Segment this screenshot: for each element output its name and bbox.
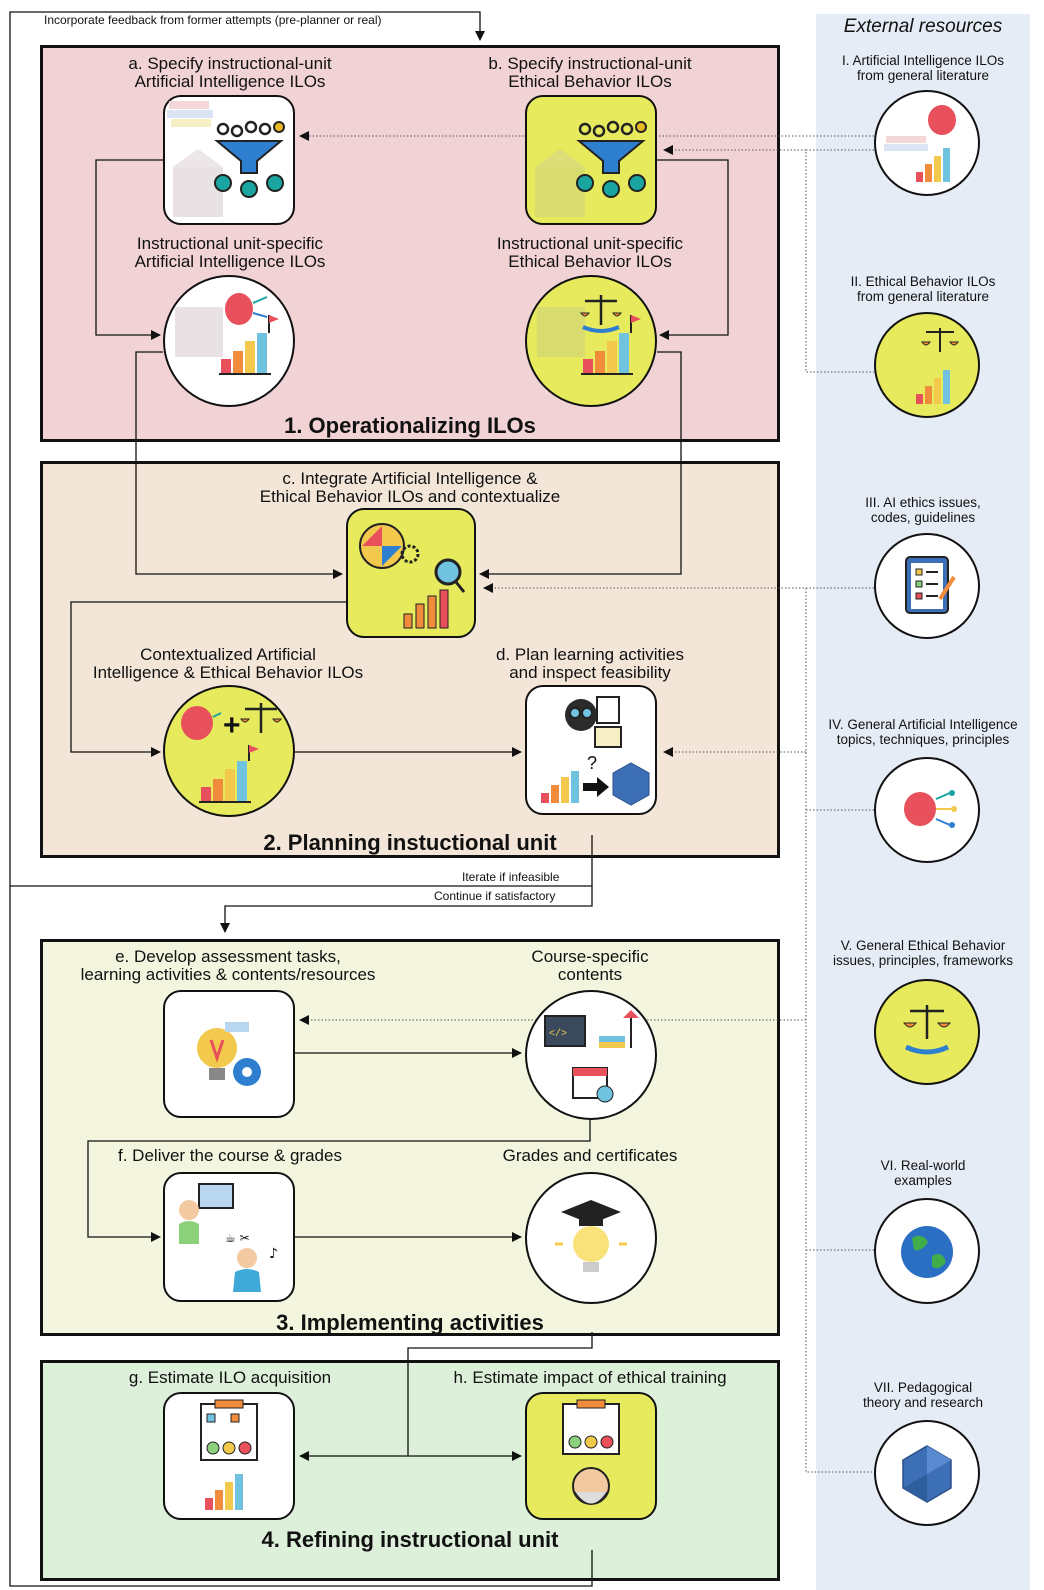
resource-3-node bbox=[874, 533, 980, 639]
eb-ilos-output-node bbox=[525, 275, 657, 407]
teacher-student-icon: ☕ ✂ ♪ bbox=[179, 1183, 278, 1292]
code-books-calendar-icon: </> bbox=[544, 1010, 639, 1103]
graduation-bulb-icon bbox=[555, 1200, 627, 1272]
step-h-label: h. Estimate impact of ethical training bbox=[453, 1368, 727, 1387]
globe-icon bbox=[901, 1226, 953, 1278]
resource-5-node bbox=[874, 979, 980, 1085]
brain-network-icon bbox=[904, 790, 957, 828]
step-g-label: g. Estimate ILO acquisition bbox=[128, 1368, 332, 1387]
hexagon-pedagogy-icon bbox=[902, 1445, 952, 1503]
resource-4-node bbox=[874, 757, 980, 863]
step-f-node: ☕ ✂ ♪ bbox=[163, 1172, 295, 1302]
feedback-note: Incorporate feedback from former attempt… bbox=[44, 13, 382, 27]
survey-checklist-icon bbox=[200, 1399, 258, 1510]
funnel-filter-icon bbox=[535, 120, 647, 217]
puzzle-idea-growth-icon bbox=[359, 523, 466, 629]
brain-plus-scales-icon: + bbox=[181, 703, 282, 803]
continue-label: Continue if satisfactory bbox=[434, 889, 556, 903]
funnel-filter-icon bbox=[167, 101, 285, 217]
step-c-label: c. Integrate Artificial Intelligence &Et… bbox=[259, 469, 561, 506]
svg-text:♪: ♪ bbox=[269, 1246, 278, 1262]
survey-thinker-icon bbox=[562, 1399, 620, 1505]
step-a-node bbox=[163, 95, 295, 225]
phase-4-title: 4. Refining instructional unit bbox=[261, 1527, 559, 1552]
scales-books-chart-icon bbox=[916, 328, 959, 404]
step-b-node bbox=[525, 95, 657, 225]
scales-growth-chart-icon bbox=[537, 295, 641, 375]
step-g-node bbox=[163, 1392, 295, 1520]
step-h-node bbox=[525, 1392, 657, 1520]
brain-growth-chart-icon bbox=[175, 293, 279, 375]
scales-hand-icon bbox=[902, 1005, 952, 1055]
brain-books-chart-icon bbox=[884, 105, 956, 182]
resource-3-label: III. AI ethics issues,codes, guidelines bbox=[865, 495, 981, 525]
step-d-node: ? bbox=[525, 685, 657, 815]
external-resources-heading: External resources bbox=[843, 16, 1003, 37]
ai-ilos-output-node bbox=[163, 275, 295, 407]
svg-text:</>: </> bbox=[549, 1028, 567, 1040]
resource-2-node bbox=[874, 312, 980, 418]
iterate-label: Iterate if infeasible bbox=[462, 870, 560, 884]
step-f-label: f. Deliver the course & grades bbox=[118, 1146, 342, 1165]
resource-1-node bbox=[874, 90, 980, 196]
contextualized-ilos-node: + bbox=[163, 685, 295, 817]
lightbulb-gear-icon bbox=[197, 1022, 261, 1086]
svg-text:☕ ✂: ☕ ✂ bbox=[225, 1231, 250, 1245]
phase-3-title: 3. Implementing activities bbox=[276, 1310, 544, 1335]
svg-text:?: ? bbox=[587, 753, 597, 773]
resource-6-node bbox=[874, 1198, 980, 1304]
svg-text:+: + bbox=[223, 709, 241, 742]
course-contents-node: </> bbox=[525, 990, 657, 1120]
resource-7-node bbox=[874, 1420, 980, 1526]
step-e-label: e. Develop assessment tasks,learning act… bbox=[80, 947, 376, 984]
planner-feasibility-icon: ? bbox=[541, 696, 650, 806]
step-e-node bbox=[163, 990, 295, 1118]
grades-label: Grades and certificates bbox=[502, 1146, 678, 1165]
grades-node bbox=[525, 1172, 657, 1304]
clipboard-checklist-icon bbox=[905, 556, 956, 614]
phase-2-title: 2. Planning instuctional unit bbox=[263, 830, 557, 855]
phase-1-title: 1. Operationalizing ILOs bbox=[284, 413, 536, 438]
step-c-node bbox=[346, 508, 476, 638]
